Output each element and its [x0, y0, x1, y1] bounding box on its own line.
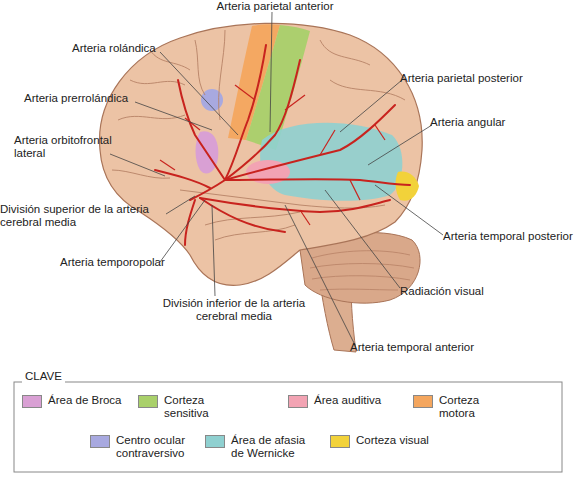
legend-box [14, 382, 562, 472]
legend-swatch [22, 395, 42, 408]
callout-label: Arteria rolándica [72, 42, 172, 55]
legend-swatch [413, 395, 433, 408]
callout-label: Arteria orbitofrontal lateral [14, 134, 122, 160]
callout-label: Arteria parietal anterior [205, 0, 345, 13]
legend-text: Centro ocular contraversivo [116, 434, 206, 460]
callout-label: Arteria temporal anterior [350, 341, 490, 354]
callout-label: División inferior de la arteria cerebral… [158, 297, 310, 323]
callout-label: Arteria angular [430, 116, 530, 129]
legend-text: Área de Broca [48, 394, 138, 407]
legend-text: Corteza motora [439, 394, 497, 420]
callout-label: Arteria prerrolándica [24, 92, 144, 105]
legend-text: Área de afasia de Wernicke [231, 434, 321, 460]
callout-label: Arteria parietal posterior [400, 72, 540, 85]
cerebrum [100, 23, 423, 285]
legend-swatch [138, 395, 158, 408]
callout-label: Arteria temporal posterior [443, 230, 578, 243]
legend-text: Corteza sensitiva [164, 394, 226, 420]
callout-label: Arteria temporopolar [60, 256, 180, 269]
artery-branches [160, 85, 385, 225]
leader-lines [110, 12, 443, 345]
legend-text: Área auditiva [314, 394, 414, 407]
cerebellum-folia [310, 251, 414, 290]
legend-swatch [288, 395, 308, 408]
callout-label: Radiación visual [400, 285, 500, 298]
legend-swatch [205, 435, 225, 448]
callout-label: CLAVE [22, 370, 65, 383]
legend-text: Corteza visual [356, 434, 456, 447]
visual-cortex [396, 172, 419, 201]
callout-label: División superior de la arteria cerebral… [0, 203, 168, 229]
arteries [155, 45, 410, 245]
gyri [112, 30, 405, 240]
legend-swatch [330, 435, 350, 448]
legend-swatch [90, 435, 110, 448]
